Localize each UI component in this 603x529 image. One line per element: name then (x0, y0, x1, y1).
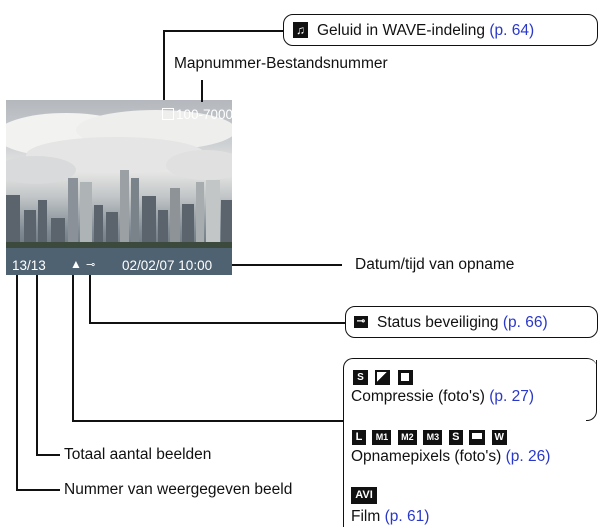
recording-pixel-icons: L M1 M2 M3 S W (352, 429, 507, 447)
current-image-label: Nummer van weergegeven beeld (64, 481, 293, 498)
compression-fine-icon (375, 370, 391, 386)
avi-movie-icon: AVI (351, 487, 377, 504)
camera-shake-icon: ▲ (70, 257, 82, 271)
movie-label: Film (351, 508, 381, 525)
compression-normal-icon (397, 370, 413, 386)
protection-page-link[interactable]: (p. 66) (502, 314, 548, 331)
pixels-small-icon: S (448, 430, 463, 446)
datetime-overlay: 02/02/07 10:00 (122, 258, 213, 273)
city-skyline-photo (6, 110, 232, 275)
widescreen-icon: W (491, 430, 507, 446)
protect-key-icon: ⊸ (354, 316, 368, 328)
datetime-label: Datum/tijd van opname (355, 256, 515, 273)
folder-file-number: 100-7000 (176, 107, 232, 122)
protection-callout: ⊸ Status beveiliging (p. 66) (345, 306, 598, 338)
image-count: 13/13 (12, 258, 46, 273)
sound-memo-icon: ♫ (293, 22, 308, 38)
compression-page-link[interactable]: (p. 27) (489, 388, 535, 405)
camera-playback-screen: 100-7000 13/13 ▲ ⊸ 02/02/07 10:00 (6, 100, 232, 275)
compression-label: Compressie (foto's) (351, 388, 485, 405)
compression-icons: S (353, 369, 413, 387)
total-images-label: Totaal aantal beelden (64, 446, 212, 463)
pixels-medium2-icon: M2 (397, 430, 417, 446)
pixels-medium1-icon: M1 (372, 430, 392, 446)
wave-sound-callout: ♫ Geluid in WAVE-indeling (p. 64) (283, 14, 598, 46)
pixels-medium3-icon: M3 (423, 430, 443, 446)
compression-superfine-icon: S (353, 370, 368, 386)
folder-file-label: Mapnummer-Bestandsnummer (174, 55, 388, 72)
sound-memo-icon (162, 108, 174, 120)
movie-page-link[interactable]: (p. 61) (384, 508, 430, 525)
recording-pixels-label: Opnamepixels (foto's) (351, 448, 502, 465)
wave-sound-page-link[interactable]: (p. 64) (489, 22, 535, 39)
wave-sound-label: Geluid in WAVE-indeling (317, 22, 485, 39)
protect-key-icon: ⊸ (86, 259, 96, 271)
recording-pixels-page-link[interactable]: (p. 26) (505, 448, 551, 465)
image-quality-callout: S Compressie (foto's) (p. 27) L M1 M2 M3… (343, 358, 597, 527)
pixels-large-icon: L (352, 430, 366, 446)
postcard-icon (469, 430, 486, 446)
protection-label: Status beveiliging (377, 314, 499, 331)
